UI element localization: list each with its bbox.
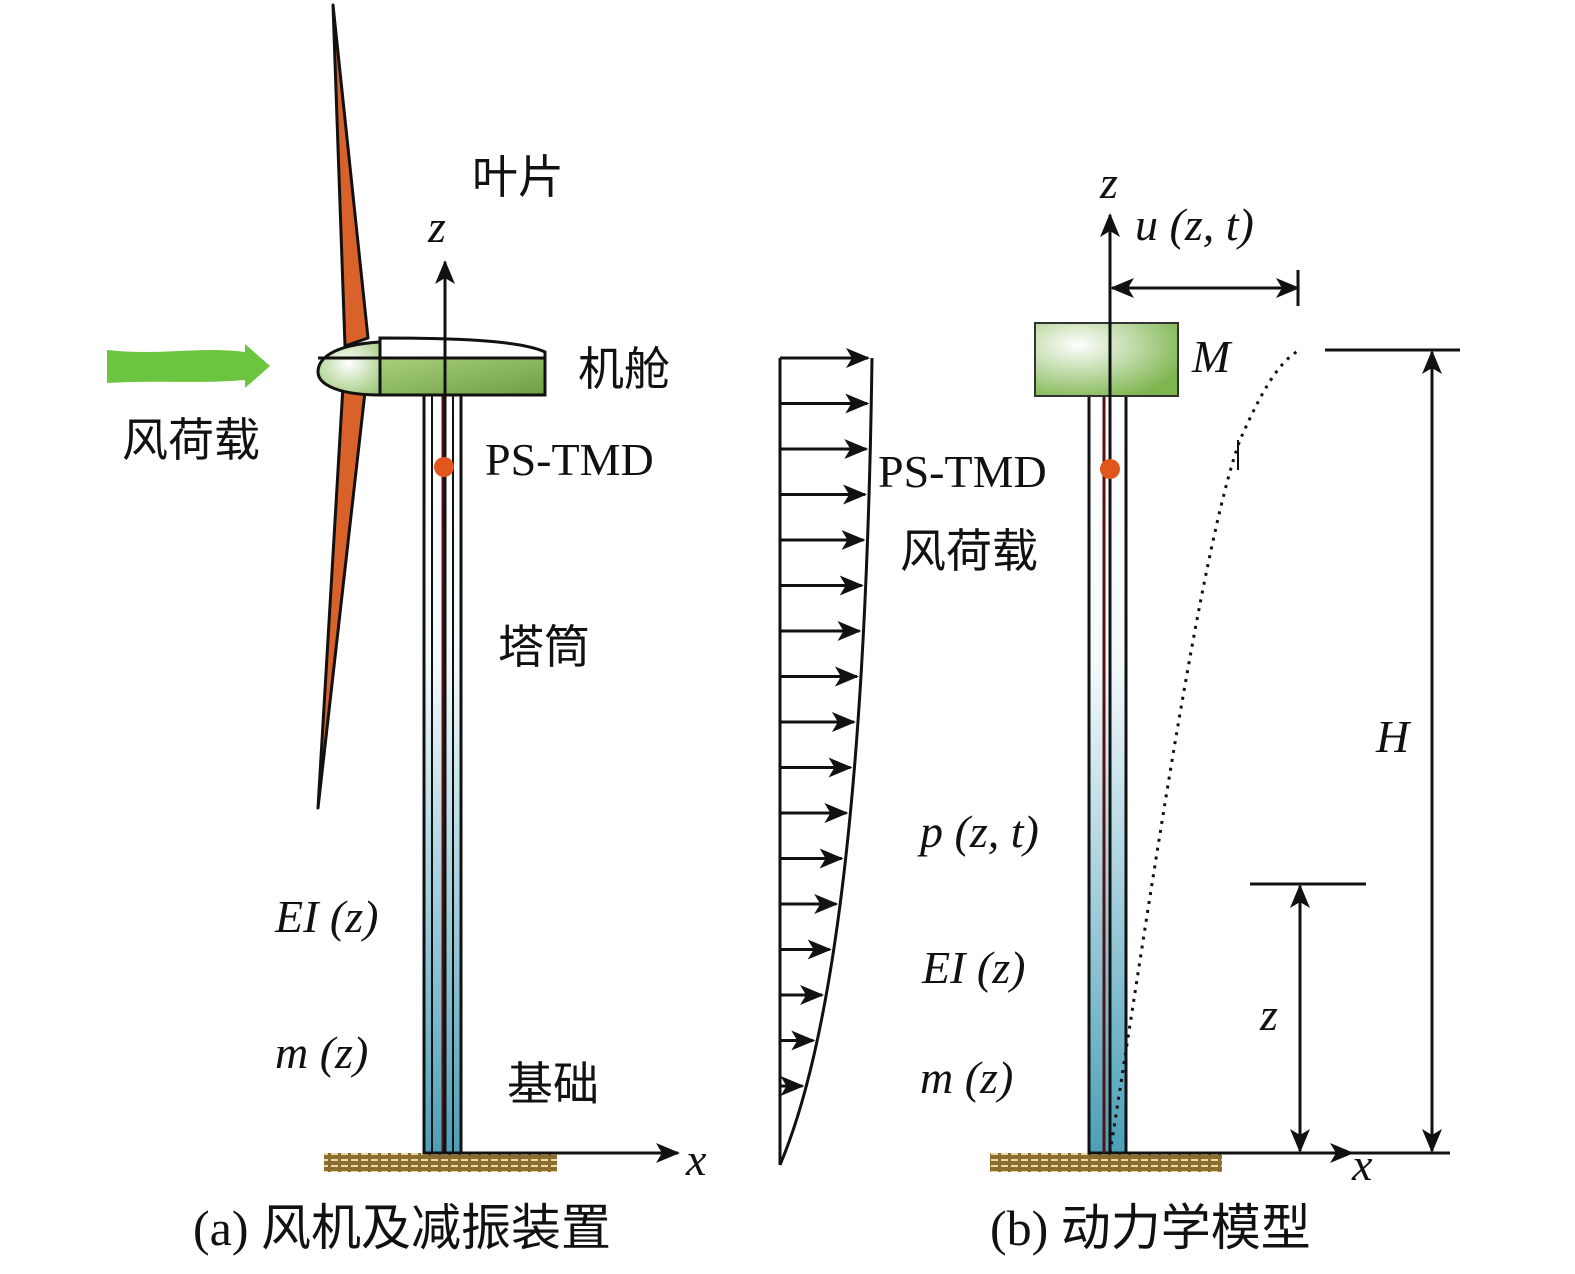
caption-a: (a) 风机及减振装置 (193, 1200, 611, 1256)
top-mass (1034, 322, 1179, 397)
tmd-label: PS-TMD (485, 434, 654, 485)
stiffness-label: EI (z) (921, 942, 1025, 993)
lower-blade (316, 384, 367, 810)
deflection-curve (1108, 348, 1301, 1154)
wind-load-label: 风荷载 (900, 524, 1038, 578)
mass-label: m (z) (275, 1027, 368, 1078)
wind-load-label: 风荷载 (122, 413, 260, 467)
panel-b: z u (z, t) M PS-TMD 风荷载 p (z, t) EI (z) … (878, 157, 1460, 1256)
tmd-dot (1100, 459, 1120, 479)
z-dimension-label: z (1259, 989, 1278, 1040)
x-axis-label: x (685, 1134, 707, 1185)
stiffness-label: EI (z) (274, 891, 378, 942)
blade-label: 叶片 (472, 150, 564, 204)
upper-blade (331, 3, 370, 348)
mass-label: m (z) (920, 1052, 1013, 1103)
foundation-label: 基础 (507, 1057, 599, 1111)
panel-a: 叶片 z 机舱 风荷载 PS-TMD 塔筒 EI (z) m (z) 基础 x … (107, 3, 707, 1256)
tmd-dot (434, 457, 454, 477)
tower (1087, 393, 1128, 1155)
nacelle-label: 机舱 (578, 342, 670, 396)
displacement-label: u (z, t) (1135, 199, 1254, 250)
height-label: H (1375, 711, 1412, 762)
hub (316, 340, 382, 397)
caption-b: (b) 动力学模型 (990, 1200, 1311, 1256)
foundation-ground (324, 1153, 557, 1172)
tmd-label: PS-TMD (878, 446, 1047, 497)
tower-label: 塔筒 (498, 620, 590, 674)
z-axis-label: z (427, 201, 446, 252)
z-axis-label: z (1099, 157, 1118, 208)
x-axis-label: x (1351, 1139, 1373, 1190)
wind-arrow-icon (107, 344, 270, 388)
foundation-ground (990, 1153, 1222, 1172)
top-mass-label: M (1191, 331, 1233, 382)
load-label: p (z, t) (917, 806, 1039, 857)
wind-load-profile (778, 348, 874, 1166)
